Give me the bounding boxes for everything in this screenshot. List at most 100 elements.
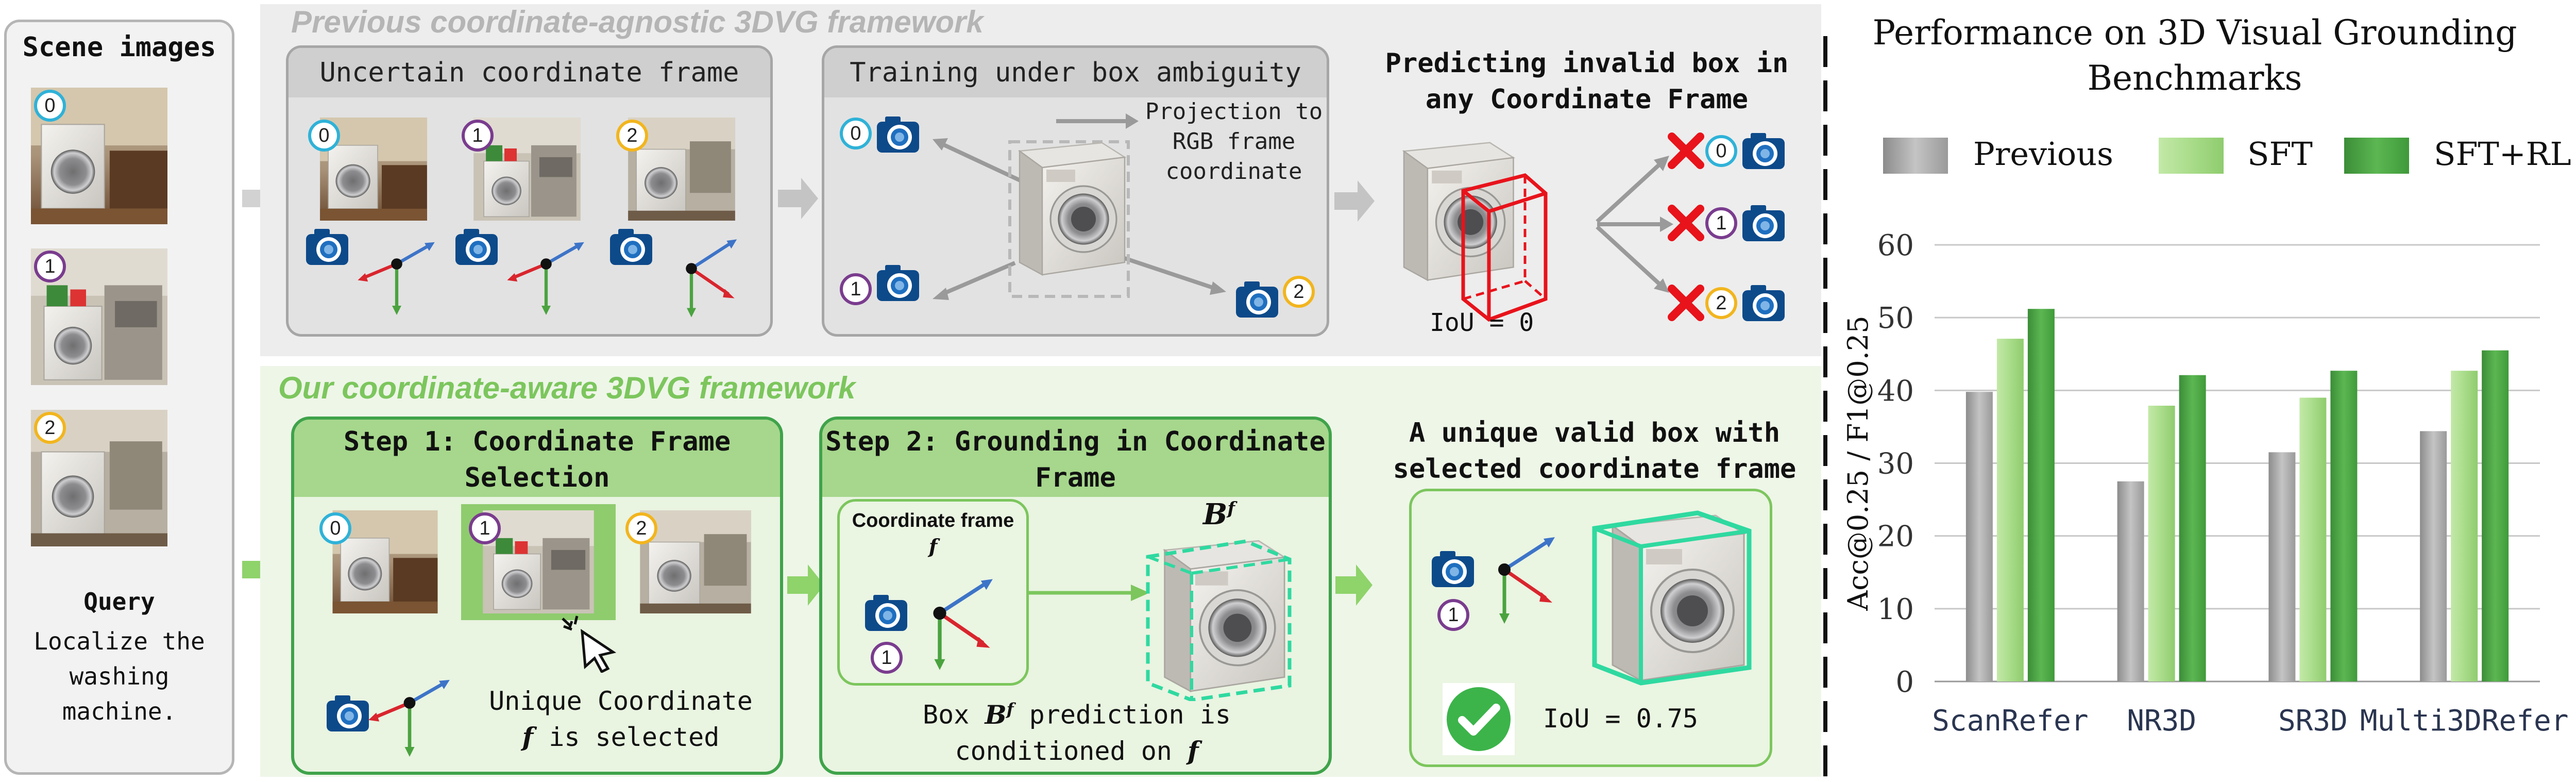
camera-icon (1236, 281, 1278, 318)
step1-title: Step 1: Coordinate Frame Selection (294, 420, 780, 497)
cross-icon (1668, 205, 1704, 241)
x-tick-label: Multi3DRefer (2360, 704, 2569, 738)
arrow-right-icon (1334, 180, 1375, 222)
camera-icon (455, 229, 498, 265)
invalid-box-3d (1461, 173, 1548, 322)
bar (2148, 405, 2175, 681)
query-label: Query (83, 588, 155, 615)
cross-icon (1668, 285, 1704, 321)
bar (2299, 397, 2327, 681)
camera-icon (306, 229, 348, 265)
y-axis-label: Acc@0.25 / F1@0.25 (1842, 315, 1874, 611)
query-text: Localize the washing machine. (33, 627, 205, 725)
frame-badge-0: 0 (1705, 135, 1737, 167)
ours-framework-title: Our coordinate-aware 3DVG framework (278, 371, 856, 405)
legend-label-previous: Previous (1973, 135, 2113, 173)
bar (2482, 350, 2509, 681)
box-letter: B (1203, 497, 1228, 531)
camera-icon (877, 117, 919, 153)
training-ambiguity-title: Training under box ambiguity (824, 48, 1327, 97)
coordinate-axes-icon (350, 227, 443, 320)
bar (2027, 309, 2055, 681)
fan-arrows (1596, 156, 1673, 293)
coordinate-axes-icon (361, 657, 459, 768)
step1-caption-var: f (522, 722, 534, 752)
arrow-right-icon (1028, 585, 1149, 601)
frame-badge-2: 2 (1283, 276, 1315, 308)
bar (2268, 452, 2296, 681)
step2-caption-var: f (1188, 735, 1199, 766)
box-label: Bf (1203, 497, 1235, 531)
x-tick-label: ScanRefer (1932, 704, 2088, 738)
legend-label-sft-rl: SFT+RL (2434, 135, 2571, 173)
y-tick-label: 40 (1877, 374, 1914, 408)
legend-swatch-previous (1883, 138, 1948, 174)
arrow-right-icon (1335, 564, 1372, 606)
x-tick-label: NR3D (2127, 704, 2196, 738)
predicted-box-dashed (1146, 539, 1292, 701)
legend-swatch-sft-rl (2344, 138, 2409, 174)
step1-caption-part2: is selected (549, 722, 720, 752)
projection-text: Projection to RGB frame coordinate (1145, 98, 1323, 185)
bar (2451, 371, 2478, 681)
arrow-right-icon (778, 178, 818, 219)
step2-caption-sup: f (1006, 699, 1014, 719)
bar (2179, 375, 2206, 681)
frame-badge-2: 2 (625, 512, 657, 544)
camera-icon (610, 229, 652, 265)
coordinate-axes-icon (1463, 515, 1566, 634)
camera-icon (1742, 285, 1785, 321)
frame-badge-1: 1 (462, 120, 494, 152)
bar (2420, 431, 2447, 681)
coordinate-frame-label: Coordinate frame f (837, 508, 1029, 560)
bar (1996, 339, 2024, 681)
y-tick-label: 20 (1877, 520, 1914, 554)
step1-caption-part1: Unique Coordinate (489, 686, 753, 716)
frame-badge-0: 0 (319, 512, 351, 544)
coordinate-axes-icon (654, 227, 747, 320)
frame-badge-0: 0 (34, 90, 66, 122)
coordinate-frame-var: f (928, 535, 938, 558)
frame-badge-1: 1 (34, 251, 66, 282)
uncertain-frame-title: Uncertain coordinate frame (289, 48, 770, 97)
valid-box-3d (1592, 510, 1752, 686)
frame-badge-1: 1 (469, 512, 501, 544)
frame-badge-1: 1 (1705, 207, 1737, 239)
step2-caption-part1: Box (923, 700, 970, 730)
frame-badge-1: 1 (871, 642, 903, 674)
step1-caption: Unique Coordinate f is selected (464, 683, 778, 755)
frame-badge-1: 1 (840, 273, 872, 305)
legend-label-sft: SFT (2247, 135, 2313, 173)
frame-badge-2: 2 (34, 412, 66, 444)
previous-framework-title: Previous coordinate-agnostic 3DVG framew… (291, 5, 984, 39)
frame-badge-0: 0 (840, 118, 872, 149)
frame-badge-2: 2 (1705, 287, 1737, 319)
invalid-box-title: Predicting invalid box in any Coordinate… (1385, 48, 1789, 115)
camera-icon (1742, 205, 1785, 241)
coordinate-axes-icon (896, 559, 1005, 678)
y-tick-label: 0 (1895, 665, 1914, 699)
y-tick-label: 60 (1877, 229, 1914, 262)
iou-valid-label: IoU = 0.75 (1543, 704, 1699, 734)
bar (2117, 481, 2144, 681)
mouse-cursor-icon (562, 615, 617, 673)
box-superscript: f (1227, 498, 1235, 519)
frame-badge-2: 2 (616, 120, 648, 152)
iou-zero-label: IoU = 0 (1430, 308, 1534, 337)
step2-caption-part2: prediction is (1029, 700, 1231, 730)
projection-diagram (933, 113, 1226, 300)
check-icon (1443, 683, 1515, 755)
frame-badge-0: 0 (308, 120, 340, 152)
coordinate-axes-icon (500, 227, 592, 320)
step2-caption: Box Bf prediction is conditioned on f (824, 691, 1329, 769)
legend-swatch-sft (2159, 138, 2224, 174)
frame-badge-1: 1 (1437, 599, 1469, 631)
washing-machine-image (1019, 142, 1126, 276)
result-title: A unique valid box with selected coordin… (1393, 418, 1797, 485)
scene-images-title: Scene images (22, 32, 216, 63)
camera-icon (877, 265, 919, 301)
coordinate-frame-card (837, 499, 1029, 686)
coordinate-frame-text: Coordinate frame (852, 510, 1014, 531)
y-tick-label: 30 (1877, 447, 1914, 481)
